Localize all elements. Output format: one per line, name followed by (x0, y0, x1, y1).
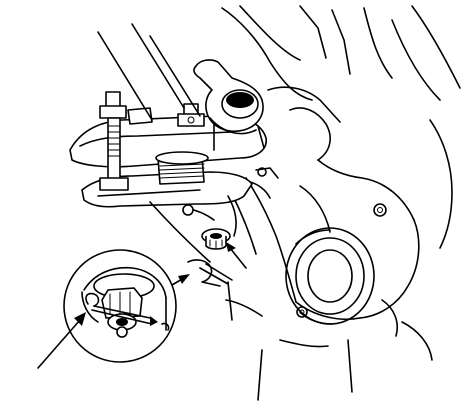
tie-rod-end (193, 59, 265, 151)
tool-callout-lines (97, 23, 201, 121)
detail-circle (63, 249, 177, 363)
ball-joint-remover-tool (69, 91, 271, 208)
detail-pointer (37, 312, 86, 369)
hub (285, 227, 375, 325)
lower-arm (149, 195, 237, 263)
bracket-detail (225, 299, 263, 317)
castle-nut (201, 228, 231, 250)
knuckle-outline (221, 5, 461, 401)
cotter-pin (187, 259, 233, 287)
callout-arrows (159, 242, 247, 293)
